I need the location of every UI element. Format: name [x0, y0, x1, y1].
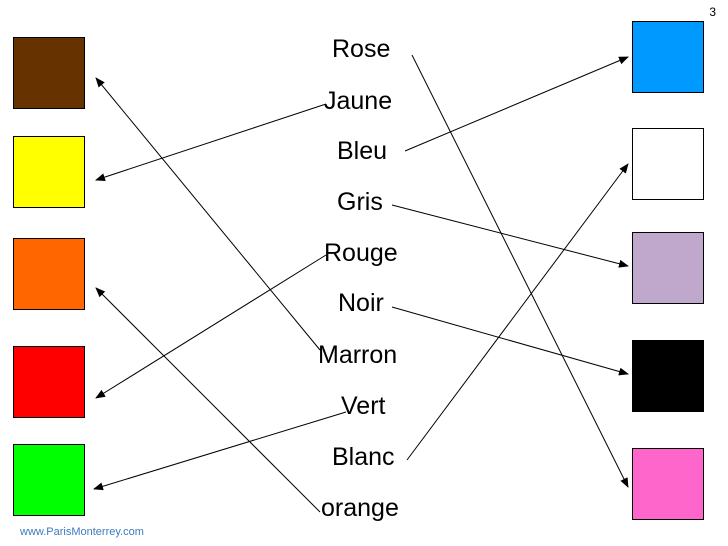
- word-jaune: Jaune: [324, 87, 393, 115]
- arrow-bleu-to-blue: [404, 56, 629, 152]
- arrow-jaune-to-yellow: [95, 103, 327, 181]
- swatch-left-4: [13, 346, 85, 418]
- page-number: 3: [709, 5, 716, 19]
- word-bleu: Bleu: [337, 137, 388, 165]
- word-marron: Marron: [318, 341, 398, 369]
- word-blanc: Blanc: [332, 443, 395, 471]
- word-vert: Vert: [341, 392, 386, 420]
- arrow-noir-to-black: [391, 306, 629, 376]
- arrow-vert-to-green: [93, 411, 347, 491]
- swatch-left-5: [13, 444, 85, 516]
- arrow-blanc-to-white: [406, 163, 629, 461]
- swatch-right-3: [632, 232, 704, 304]
- swatch-right-5: [632, 448, 704, 520]
- swatch-left-2: [13, 136, 85, 208]
- word-rose: Rose: [332, 35, 391, 63]
- arrow-rouge-to-red: [95, 254, 327, 399]
- arrow-rose-to-pink: [411, 54, 629, 488]
- arrow-gris-to-lilac: [391, 204, 629, 268]
- word-noir: Noir: [338, 289, 384, 317]
- word-rouge: Rouge: [324, 239, 398, 267]
- swatch-right-4: [632, 340, 704, 412]
- arrow-marron-to-brown: [95, 77, 321, 351]
- swatch-left-1: [13, 37, 85, 109]
- swatch-left-3: [13, 238, 85, 310]
- swatch-right-1: [632, 21, 704, 93]
- site-footer: www.ParisMonterrey.com: [20, 526, 144, 538]
- swatch-right-2: [632, 128, 704, 200]
- word-gris: Gris: [337, 188, 383, 216]
- word-orange: orange: [321, 494, 399, 522]
- arrow-orange-to-orange: [95, 287, 321, 513]
